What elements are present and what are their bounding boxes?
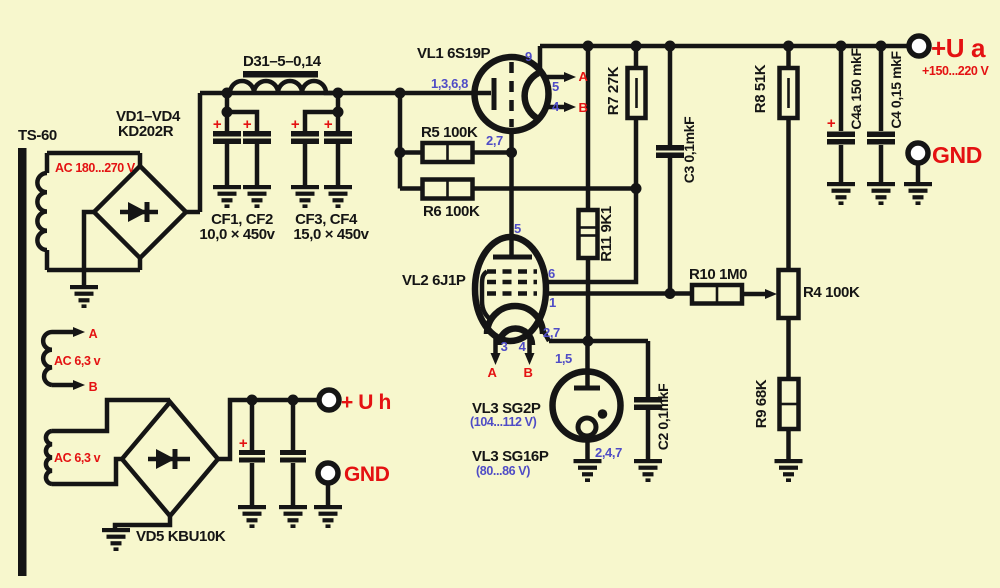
tube-vl2-6j1p xyxy=(471,233,550,346)
c4a-label: C4a 150 mkF xyxy=(848,48,864,130)
resistors xyxy=(420,65,801,432)
r8-label: R8 51K xyxy=(752,64,769,113)
gnd-a-label: GND xyxy=(932,142,982,168)
resistor-r8 xyxy=(777,65,800,121)
vl2-pin-1: 1 xyxy=(549,295,556,310)
cf12-value: 10,0 × 450v xyxy=(199,226,275,243)
vl3-pin-bottom: 2,4,7 xyxy=(595,445,622,460)
cf34-value: 15,0 × 450v xyxy=(293,226,369,243)
vl2-heater-b: B xyxy=(524,365,533,380)
resistor-r5 xyxy=(420,140,475,165)
vl2-heater-a: A xyxy=(488,365,498,380)
vl3-pin-top: 1,5 xyxy=(555,351,572,366)
vl1-heater-a: A xyxy=(579,69,589,84)
r6-label: R6 100K xyxy=(423,203,480,220)
vl2-label: VL2 6J1P xyxy=(402,272,466,289)
tube-vl3-sg2p xyxy=(549,368,624,443)
heater2-voltage: AC 6,3 v xyxy=(54,451,101,465)
r9-label: R9 68K xyxy=(753,379,770,428)
transformer-core xyxy=(18,148,27,576)
bridge-rectifier-vd1-vd4 xyxy=(90,162,190,262)
terminal-gnd-h xyxy=(318,463,338,483)
c2-label: C2 0,1mkF xyxy=(655,383,671,450)
terminal-gnd-a xyxy=(908,143,928,163)
potentiometer-r4 xyxy=(776,267,801,321)
plus-cf2: + xyxy=(243,116,252,133)
vl3-option2-range: (80...86 V) xyxy=(476,464,530,478)
r4-label: R4 100K xyxy=(803,284,860,301)
heater-winding-1 xyxy=(40,329,53,388)
plus-cf3: + xyxy=(291,116,300,133)
r11-label: R11 9K1 xyxy=(598,206,615,262)
resistor-r6 xyxy=(420,177,475,201)
uh-terminal-label: + U h xyxy=(341,391,391,414)
vl1-label: VL1 6S19P xyxy=(417,45,491,62)
ua-range-label: +150...220 V xyxy=(922,64,990,78)
vl2-pin-6: 6 xyxy=(548,266,555,281)
ua-terminal-label: +U a xyxy=(931,33,986,63)
r7-label: R7 27K xyxy=(605,66,622,115)
vl2-pin-4: 4 xyxy=(519,339,527,354)
r5-label: R5 100K xyxy=(421,124,478,141)
vl2-pin-5: 5 xyxy=(514,221,521,236)
plus-cf4: + xyxy=(324,116,333,133)
tap-a-label: A xyxy=(89,327,98,341)
vl3-option2-label: VL3 SG16P xyxy=(472,448,549,465)
vl1-pin-4: 4 xyxy=(552,99,560,114)
polarity-marks: + + + + + + xyxy=(213,115,836,452)
vl1-heater-b: B xyxy=(579,100,588,115)
tap-b-label: B xyxy=(89,380,98,394)
resistor-r10 xyxy=(689,282,745,306)
capacitor-plates xyxy=(213,131,895,463)
terminal-ua xyxy=(909,36,929,56)
bridge1-ref-label: VD1–VD4 xyxy=(116,108,181,125)
choke-d31 xyxy=(227,71,338,96)
vl3-option1-range: (104...112 V) xyxy=(470,415,537,429)
hv-winding-voltage: AC 180...270 V xyxy=(55,161,136,175)
vl2-pin-3: 3 xyxy=(501,339,508,354)
gnd-h-label: GND xyxy=(344,463,390,486)
plus-cf1: + xyxy=(213,116,222,133)
vl1-pin-grid: 2,7 xyxy=(486,133,503,148)
resistor-r7 xyxy=(625,65,648,121)
bridge-rectifier-vd5 xyxy=(119,398,221,520)
cf34-name: CF3, CF4 xyxy=(295,211,358,228)
r10-label: R10 1M0 xyxy=(689,266,747,283)
c3-label: C3 0,1mkF xyxy=(681,116,697,183)
heater1-voltage: AC 6,3 v xyxy=(54,354,101,368)
c4-label: C4 0,15 mkF xyxy=(888,50,904,128)
resistor-r11 xyxy=(576,207,600,261)
heater-winding-2 xyxy=(43,428,53,487)
plus-heater-cap: + xyxy=(239,435,248,452)
vd5-label: VD5 KBU10K xyxy=(136,528,226,545)
vl3-option1-label: VL3 SG2P xyxy=(472,400,541,417)
choke-label: D31–5–0,14 xyxy=(243,53,322,70)
terminal-uh xyxy=(319,390,339,410)
tube-vl1-6s19p xyxy=(471,53,552,135)
vl1-pin-anode: 1,3,6,8 xyxy=(431,76,468,91)
resistor-r9 xyxy=(777,376,801,432)
transformer-label: TS-60 xyxy=(18,127,57,144)
arrowheads xyxy=(73,72,777,390)
vl1-pin-9: 9 xyxy=(525,49,532,64)
hv-winding xyxy=(35,170,48,253)
cf12-name: CF1, CF2 xyxy=(211,211,273,228)
plus-c4a: + xyxy=(827,115,836,132)
vl2-pin-cathode: 2,7 xyxy=(543,325,560,340)
bridge1-part-label: KD202R xyxy=(118,123,174,140)
vl1-pin-5: 5 xyxy=(552,79,559,94)
